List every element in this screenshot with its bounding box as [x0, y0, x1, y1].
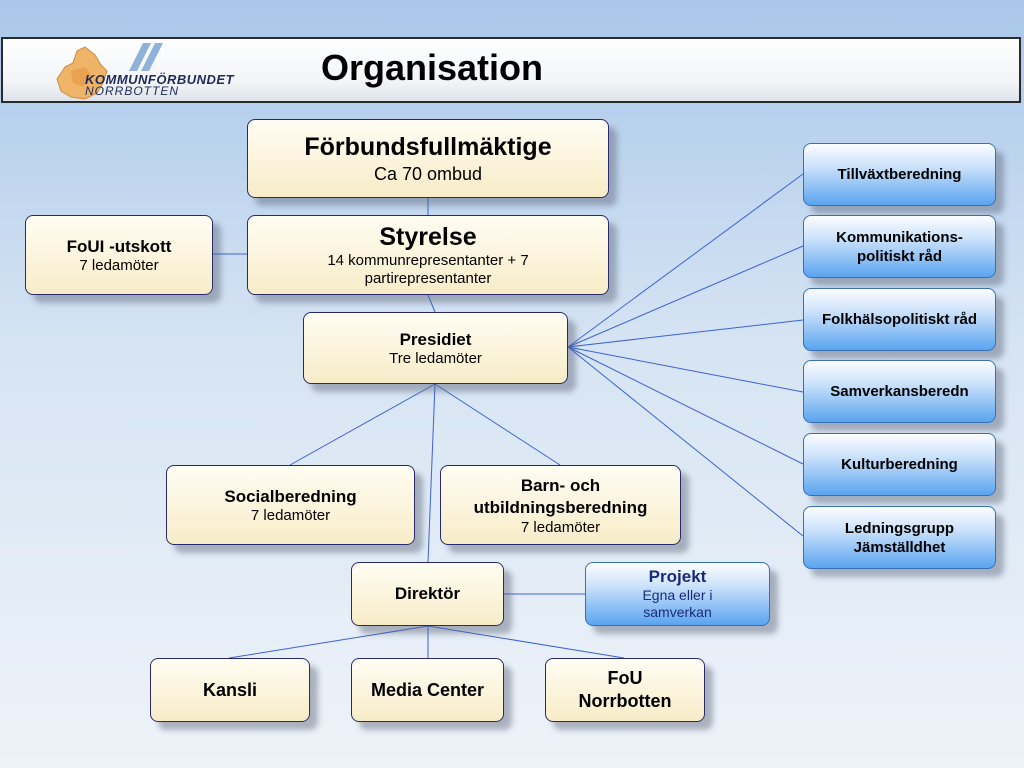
node-title: Media Center	[370, 679, 485, 700]
node-title: FoUI -utskott	[66, 236, 172, 256]
node-title: FoU Norrbotten	[578, 668, 672, 711]
node-subtitle: Ca 70 ombud	[373, 163, 483, 184]
node-foui-utskott: FoUI -utskott 7 ledamöter	[25, 215, 213, 295]
line-presidiet-social	[289, 383, 436, 466]
node-subtitle: 14 kommunrepresentanter + 7 partireprese…	[327, 251, 529, 287]
node-folkhalsopolitiskt-rad: Folkhälsopolitiskt råd	[803, 288, 996, 351]
node-presidiet: Presidiet Tre ledamöter	[303, 312, 568, 384]
line-presidiet-direktor	[427, 383, 436, 563]
line-styrelse-presidiet	[427, 294, 436, 313]
line-direktor-kansli	[228, 625, 429, 659]
node-tillvaxtberedning: Tillväxtberedning	[803, 143, 996, 206]
node-title: Kommunikations-politiskt råd	[836, 228, 963, 265]
node-subtitle: 7 ledamöter	[79, 256, 159, 274]
node-title: Kansli	[202, 679, 258, 700]
node-title: Direktör	[394, 584, 461, 603]
node-title: Tillväxtberedning	[837, 166, 962, 183]
node-styrelse: Styrelse 14 kommunrepresentanter + 7 par…	[247, 215, 609, 295]
line-presidiet-barn	[434, 383, 561, 466]
node-title: Förbundsfullmäktige	[304, 132, 552, 161]
line-presidiet-tillvaxt	[567, 173, 804, 348]
header-bar: KOMMUNFÖRBUNDET NORRBOTTEN Organisation	[1, 37, 1021, 103]
node-ledningsgrupp-jamstalldhet: Ledningsgrupp Jämställdhet	[803, 506, 996, 569]
line-presidiet-kultur	[567, 346, 804, 465]
node-barn-och-utbildningsberedning: Barn- och utbildningsberedning 7 ledamöt…	[440, 465, 681, 545]
logo-text-kommunforbundet: KOMMUNFÖRBUNDET	[85, 72, 235, 87]
node-title: Styrelse	[379, 222, 477, 251]
kommunforbundet-logo	[56, 43, 163, 100]
line-presidiet-samverkan	[567, 346, 804, 393]
node-direktor: Direktör	[351, 562, 504, 626]
node-forbundsfullmaktige: Förbundsfullmäktige Ca 70 ombud	[247, 119, 609, 198]
node-title: Ledningsgrupp Jämställdhet	[844, 519, 955, 556]
node-subtitle: Egna eller i samverkan	[642, 587, 713, 620]
node-title: Folkhälsopolitiskt råd	[821, 311, 978, 328]
node-kommunikationspolitiskt-rad: Kommunikations-politiskt råd	[803, 215, 996, 278]
node-kansli: Kansli	[150, 658, 310, 722]
node-subtitle: 7 ledamöter	[520, 518, 601, 536]
node-title: Projekt	[648, 567, 707, 586]
node-subtitle: Tre ledamöter	[389, 349, 482, 367]
node-socialberedning: Socialberedning 7 ledamöter	[166, 465, 415, 545]
node-title: Samverkansberedn	[830, 383, 969, 400]
line-direktor-fou	[427, 625, 625, 659]
line-presidiet-ledningsgrupp	[567, 346, 804, 537]
node-kulturberedning: Kulturberedning	[803, 433, 996, 496]
page-title: Organisation	[321, 47, 544, 88]
node-fou-norrbotten: FoU Norrbotten	[545, 658, 705, 722]
node-projekt: Projekt Egna eller i samverkan	[585, 562, 770, 626]
line-presidiet-kommunikation	[567, 245, 804, 348]
logo-text-norrbotten: NORRBOTTEN	[85, 84, 179, 98]
node-title: Kulturberedning	[841, 456, 958, 473]
node-title: Socialberedning	[224, 486, 357, 506]
node-title: Presidiet	[399, 329, 472, 349]
node-media-center: Media Center	[351, 658, 504, 722]
node-title: Barn- och utbildningsberedning	[473, 475, 648, 517]
node-subtitle: 7 ledamöter	[250, 506, 331, 524]
node-samverkansberedn: Samverkansberedn	[803, 360, 996, 423]
line-presidiet-folkhalsa	[567, 319, 804, 348]
